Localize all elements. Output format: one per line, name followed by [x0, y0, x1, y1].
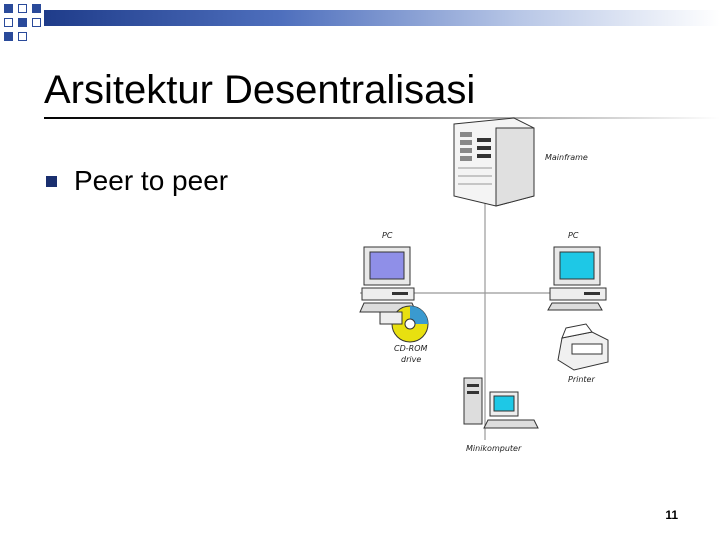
mainframe-icon [453, 117, 535, 207]
printer-label: Printer [568, 375, 595, 384]
pc-right-icon [547, 246, 607, 311]
title-divider [44, 117, 720, 119]
square-bullet-icon [46, 176, 57, 187]
network-diagram-svg [359, 117, 609, 440]
cdrom-disc-icon [379, 305, 429, 343]
printer-icon [557, 323, 609, 371]
cdrom-label: CD-ROM [394, 344, 428, 353]
pc-right-label: PC [568, 231, 579, 240]
mainframe-label: Mainframe [545, 153, 588, 162]
cdrom-drive-label: drive [401, 355, 422, 364]
page-number: 11 [665, 508, 678, 522]
network-diagram: Mainframe PC PC CD-ROM drive Printer Min… [340, 110, 640, 480]
pc-left-icon [359, 246, 417, 313]
header-gradient-bar [44, 10, 720, 26]
minikomputer-icon [463, 377, 539, 429]
minikomputer-label: Minikomputer [466, 444, 522, 453]
bullet-text: Peer to peer [74, 165, 229, 196]
pc-left-label: PC [382, 231, 393, 240]
slide-title: Arsitektur Desentralisasi [44, 68, 476, 112]
